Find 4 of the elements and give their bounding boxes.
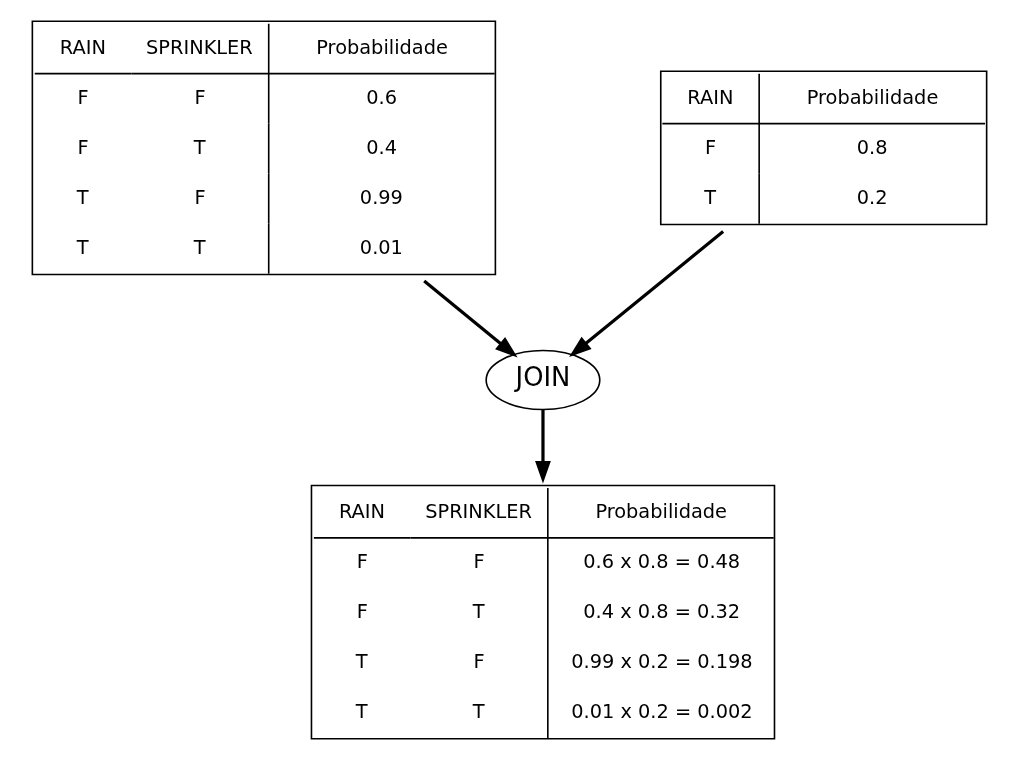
arrow [535,409,551,484]
arrow [569,230,725,358]
arrow [423,279,518,358]
node-ellipse: JOIN [485,349,601,411]
